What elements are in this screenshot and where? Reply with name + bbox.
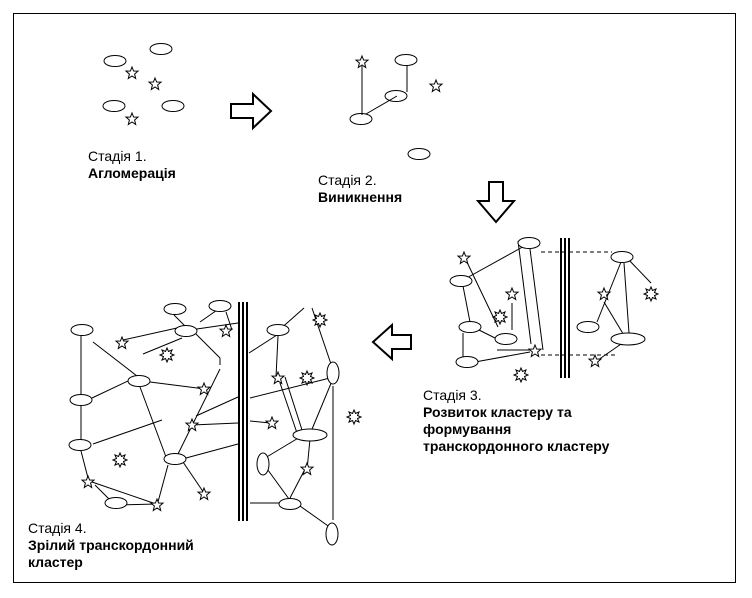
firm-node	[394, 54, 418, 66]
firm-node	[517, 237, 541, 249]
firm-node	[104, 497, 128, 509]
burst-icon	[513, 367, 529, 383]
stage-2-caption: Стадія 2. Виникнення	[318, 172, 402, 206]
firm-node	[266, 324, 290, 336]
firm-node	[325, 522, 339, 546]
star-icon	[505, 287, 519, 300]
firm-node	[103, 55, 127, 67]
firm-node	[208, 300, 232, 312]
firm-node	[161, 100, 185, 112]
firm-node	[494, 333, 518, 345]
stage-3-graphic	[449, 237, 659, 383]
stage-title-line: Зрілий транскордонний	[28, 537, 194, 553]
stage-title-line: формування	[423, 421, 512, 437]
firm-node	[127, 375, 151, 387]
stage-4-graphic	[68, 300, 362, 546]
burst-icon	[346, 409, 362, 425]
firm-node	[163, 303, 187, 315]
firm-node	[449, 275, 473, 287]
star-icon	[588, 354, 602, 367]
arrow-right-icon	[230, 91, 273, 131]
star-icon	[457, 251, 471, 264]
firm-node	[407, 148, 431, 160]
star-icon	[148, 77, 162, 90]
firm-node	[576, 321, 600, 333]
burst-icon	[643, 286, 659, 302]
stage-label: Стадія 1.	[88, 148, 147, 164]
star-icon	[125, 66, 139, 79]
firm-node	[69, 394, 93, 406]
star-icon	[125, 112, 139, 125]
stage-3-caption: Стадія 3. Розвиток кластеру та формуванн…	[423, 387, 609, 455]
star-icon	[429, 79, 443, 92]
stage-1-caption: Стадія 1. Агломерація	[88, 148, 176, 182]
star-icon	[597, 287, 611, 300]
firm-node	[384, 90, 408, 102]
stage-1-graphic	[102, 43, 185, 125]
burst-icon	[492, 309, 508, 325]
stage-title-line: транскордонного кластеру	[423, 438, 610, 454]
firm-node	[610, 332, 646, 346]
firm-node	[102, 100, 126, 112]
stage-title: Агломерація	[88, 165, 176, 181]
firm-node	[163, 453, 187, 465]
stage-label: Стадія 3.	[423, 387, 482, 403]
firm-node	[455, 356, 479, 368]
firm-node	[174, 325, 198, 337]
firm-node	[610, 251, 634, 263]
stage-title-line: кластер	[28, 554, 83, 570]
star-icon	[81, 475, 95, 488]
burst-icon	[112, 452, 128, 468]
firm-node	[458, 321, 482, 333]
arrow-left-icon	[371, 322, 412, 362]
burst-icon	[312, 312, 328, 328]
firm-node	[256, 452, 270, 476]
star-icon	[219, 324, 233, 337]
star-icon	[271, 371, 285, 384]
stage-label: Стадія 2.	[318, 172, 377, 188]
diagram-frame	[13, 13, 736, 583]
stage-4-caption: Стадія 4. Зрілий транскордонний кластер	[28, 520, 194, 571]
arrow-down-icon	[475, 181, 517, 224]
firm-node	[70, 324, 94, 336]
star-icon	[115, 336, 129, 349]
stage-label: Стадія 4.	[28, 520, 87, 536]
firm-node	[326, 361, 340, 385]
firm-node	[68, 439, 92, 451]
burst-icon	[299, 370, 315, 386]
star-icon	[528, 344, 542, 357]
firm-node	[292, 428, 328, 442]
star-icon	[265, 416, 279, 429]
firm-node	[349, 113, 373, 125]
burst-icon	[159, 347, 175, 363]
firm-node	[278, 498, 302, 510]
star-icon	[150, 498, 164, 511]
star-icon	[197, 487, 211, 500]
firm-node	[149, 43, 173, 55]
stage-title: Виникнення	[318, 189, 403, 205]
star-icon	[355, 55, 369, 68]
stage-2-graphic	[349, 54, 443, 160]
star-icon	[185, 418, 199, 431]
stage-title-line: Розвиток кластеру та	[423, 404, 572, 420]
